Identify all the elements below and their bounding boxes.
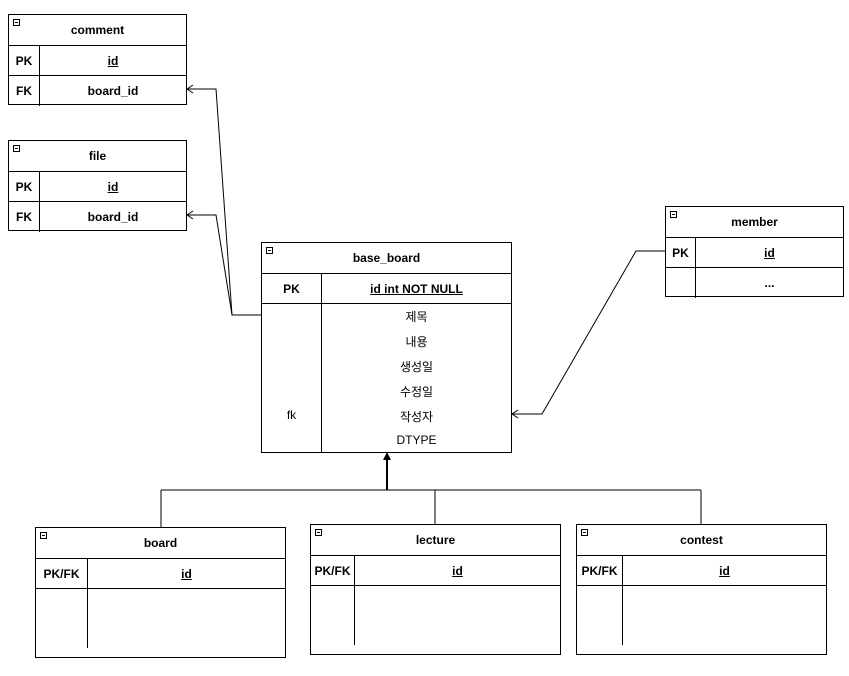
crowfoot-file [186,210,194,220]
collapse-toggle-icon[interactable] [670,211,677,218]
key-label: FK [9,76,40,106]
inherit-arrowhead [383,452,391,460]
column-divider [354,586,355,645]
key-label: PK/FK [36,559,88,588]
table-contest[interactable]: contest PK/FK id [576,524,827,655]
table-comment[interactable]: comment PK id FK board_id [8,14,187,106]
column-divider [87,589,88,648]
field-created-at: 생성일 [399,360,434,374]
key-label: PK [9,172,40,201]
table-title: member [731,215,778,229]
table-board[interactable]: board PK/FK id [35,527,286,658]
key-label [666,268,696,298]
field-id: id [181,566,192,581]
table-title: lecture [415,533,456,547]
key-label: PK [666,238,696,267]
table-file[interactable]: file PK id FK board_id [8,140,187,232]
key-label: PK/FK [311,556,355,585]
field-id: id [719,563,730,578]
collapse-toggle-icon[interactable] [315,529,322,536]
collapse-toggle-icon[interactable] [40,532,47,539]
collapse-toggle-icon[interactable] [266,247,273,254]
field-id: id [107,179,119,194]
key-label: FK [9,202,40,232]
table-title: comment [70,23,125,37]
field-title: 제목 [405,310,428,324]
field-id: id [107,53,119,68]
column-divider [321,304,322,452]
field-id: id [764,245,775,260]
fk-label: fk [286,408,297,422]
field-board-id: board_id [87,210,139,224]
edge-file-base-board [187,214,233,316]
table-title: file [88,149,107,163]
crowfoot-comment [186,84,194,94]
collapse-toggle-icon[interactable] [581,529,588,536]
table-title: board [143,536,178,550]
collapse-toggle-icon[interactable] [13,145,20,152]
field-author: 작성자 [399,410,434,424]
table-base-board[interactable]: base_board PK id int NOT NULL 제목 내용 생성일 … [261,242,512,453]
collapse-toggle-icon[interactable] [13,19,20,26]
field-more: ... [764,276,775,290]
key-label: PK [9,46,40,75]
table-lecture[interactable]: lecture PK/FK id [310,524,561,655]
table-member[interactable]: member PK id ... [665,206,844,298]
field-dtype: DTYPE [396,433,437,447]
field-board-id: board_id [87,84,139,98]
field-updated-at: 수정일 [399,385,434,399]
key-label: PK [262,274,322,303]
field-id: id [452,563,463,578]
field-id: id int NOT NULL [370,281,463,296]
edge-comment-base-board [187,88,262,316]
column-divider [622,586,623,645]
table-title: contest [680,533,723,547]
key-label: PK/FK [577,556,623,585]
field-content: 내용 [405,335,428,349]
crowfoot-author [511,409,519,419]
table-title: base_board [352,251,421,265]
edge-base-board-member [512,250,666,415]
